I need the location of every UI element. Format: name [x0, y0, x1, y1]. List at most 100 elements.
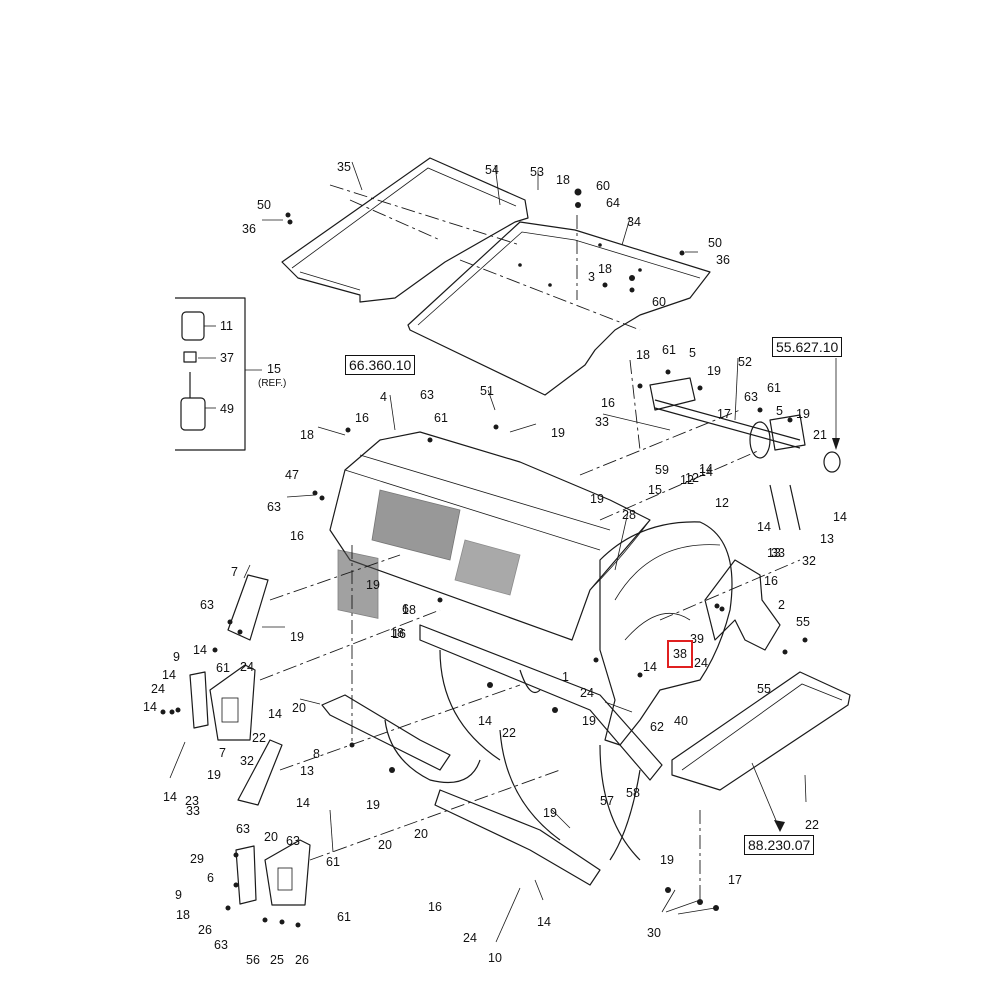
- callout-32[interactable]: 32: [240, 754, 254, 768]
- callout-63[interactable]: 63: [420, 388, 434, 402]
- callout-13[interactable]: 13: [767, 546, 781, 560]
- callout-6[interactable]: 6: [207, 871, 214, 885]
- callout-63[interactable]: 63: [744, 390, 758, 404]
- callout-28[interactable]: 28: [622, 508, 636, 522]
- callout-14[interactable]: 14: [537, 915, 551, 929]
- callout-55[interactable]: 55: [796, 615, 810, 629]
- callout-18[interactable]: 18: [636, 348, 650, 362]
- callout-17[interactable]: 17: [717, 407, 731, 421]
- callout-51[interactable]: 51: [480, 384, 494, 398]
- callout-61[interactable]: 61: [326, 855, 340, 869]
- callout-16[interactable]: 16: [355, 411, 369, 425]
- callout-3[interactable]: 3: [588, 270, 595, 284]
- callout-35[interactable]: 35: [337, 160, 351, 174]
- callout-18[interactable]: 18: [390, 626, 404, 640]
- callout-47[interactable]: 47: [285, 468, 299, 482]
- callout-36[interactable]: 36: [242, 222, 256, 236]
- callout-16[interactable]: 16: [764, 574, 778, 588]
- callout-5[interactable]: 5: [689, 346, 696, 360]
- callout-12[interactable]: 12: [680, 473, 694, 487]
- callout-50[interactable]: 50: [708, 236, 722, 250]
- callout-61[interactable]: 61: [662, 343, 676, 357]
- callout-14[interactable]: 14: [162, 668, 176, 682]
- callout-18[interactable]: 18: [300, 428, 314, 442]
- callout-12[interactable]: 12: [685, 471, 699, 485]
- callout-10[interactable]: 10: [488, 951, 502, 965]
- callout-19[interactable]: 19: [582, 714, 596, 728]
- callout-20[interactable]: 20: [378, 838, 392, 852]
- callout-17[interactable]: 17: [728, 873, 742, 887]
- callout-23[interactable]: 23: [185, 794, 199, 808]
- callout-39[interactable]: 39: [690, 632, 704, 646]
- callout-26[interactable]: 26: [295, 953, 309, 967]
- callout-6[interactable]: 6: [402, 602, 409, 616]
- callout-14[interactable]: 14: [699, 465, 713, 479]
- callout-9[interactable]: 9: [175, 888, 182, 902]
- callout-18[interactable]: 18: [556, 173, 570, 187]
- callout-61[interactable]: 61: [434, 411, 448, 425]
- callout-13[interactable]: 13: [820, 532, 834, 546]
- callout-63[interactable]: 63: [236, 822, 250, 836]
- callout-24[interactable]: 24: [580, 686, 594, 700]
- callout-52[interactable]: 52: [738, 355, 752, 369]
- callout-19[interactable]: 19: [290, 630, 304, 644]
- callout-61[interactable]: 61: [216, 661, 230, 675]
- callout-14[interactable]: 14: [833, 510, 847, 524]
- callout-4[interactable]: 4: [380, 390, 387, 404]
- callout-9[interactable]: 9: [173, 650, 180, 664]
- callout-36[interactable]: 36: [716, 253, 730, 267]
- callout-19[interactable]: 19: [366, 578, 380, 592]
- callout-55[interactable]: 55: [757, 682, 771, 696]
- callout-20[interactable]: 20: [264, 830, 278, 844]
- callout-14[interactable]: 14: [163, 790, 177, 804]
- callout-14[interactable]: 14: [296, 796, 310, 810]
- inset-callout-15[interactable]: 15: [267, 362, 281, 376]
- callout-20[interactable]: 20: [292, 701, 306, 715]
- callout-24[interactable]: 24: [151, 682, 165, 696]
- callout-16[interactable]: 16: [428, 900, 442, 914]
- callout-22[interactable]: 22: [252, 731, 266, 745]
- callout-64[interactable]: 64: [606, 196, 620, 210]
- reference-label-66-360-10[interactable]: 66.360.10: [345, 355, 416, 375]
- callout-22[interactable]: 22: [502, 726, 516, 740]
- callout-33[interactable]: 33: [771, 546, 785, 560]
- callout-26[interactable]: 26: [198, 923, 212, 937]
- callout-18[interactable]: 18: [402, 603, 416, 617]
- callout-22[interactable]: 22: [805, 818, 819, 832]
- callout-63[interactable]: 63: [286, 834, 300, 848]
- callout-16[interactable]: 16: [392, 627, 406, 641]
- callout-54[interactable]: 54: [485, 163, 499, 177]
- callout-58[interactable]: 58: [626, 786, 640, 800]
- callout-21[interactable]: 21: [813, 428, 827, 442]
- inset-item-37[interactable]: 37: [220, 351, 234, 365]
- callout-29[interactable]: 29: [190, 852, 204, 866]
- callout-53[interactable]: 53: [530, 165, 544, 179]
- callout-16[interactable]: 16: [601, 396, 615, 410]
- callout-56[interactable]: 56: [246, 953, 260, 967]
- callout-16[interactable]: 16: [290, 529, 304, 543]
- callout-57[interactable]: 57: [600, 794, 614, 808]
- callout-60[interactable]: 60: [596, 179, 610, 193]
- inset-item-49[interactable]: 49: [220, 402, 234, 416]
- callout-24[interactable]: 24: [463, 931, 477, 945]
- callout-34[interactable]: 34: [627, 215, 641, 229]
- callout-14[interactable]: 14: [268, 707, 282, 721]
- callout-19[interactable]: 19: [366, 798, 380, 812]
- callout-14[interactable]: 14: [643, 660, 657, 674]
- callout-40[interactable]: 40: [674, 714, 688, 728]
- callout-19[interactable]: 19: [796, 407, 810, 421]
- reference-label-88-230-07[interactable]: 88.230.07: [744, 835, 815, 855]
- callout-18[interactable]: 18: [598, 262, 612, 276]
- callout-25[interactable]: 25: [270, 953, 284, 967]
- callout-1[interactable]: 1: [562, 670, 569, 684]
- callout-59[interactable]: 59: [655, 463, 669, 477]
- inset-item-11[interactable]: 11: [220, 319, 233, 333]
- callout-63[interactable]: 63: [214, 938, 228, 952]
- callout-33[interactable]: 33: [186, 804, 200, 818]
- callout-24[interactable]: 24: [694, 656, 708, 670]
- callout-14[interactable]: 14: [699, 462, 713, 476]
- callout-19[interactable]: 19: [590, 492, 604, 506]
- callout-61[interactable]: 61: [767, 381, 781, 395]
- callout-19[interactable]: 19: [551, 426, 565, 440]
- callout-32[interactable]: 32: [802, 554, 816, 568]
